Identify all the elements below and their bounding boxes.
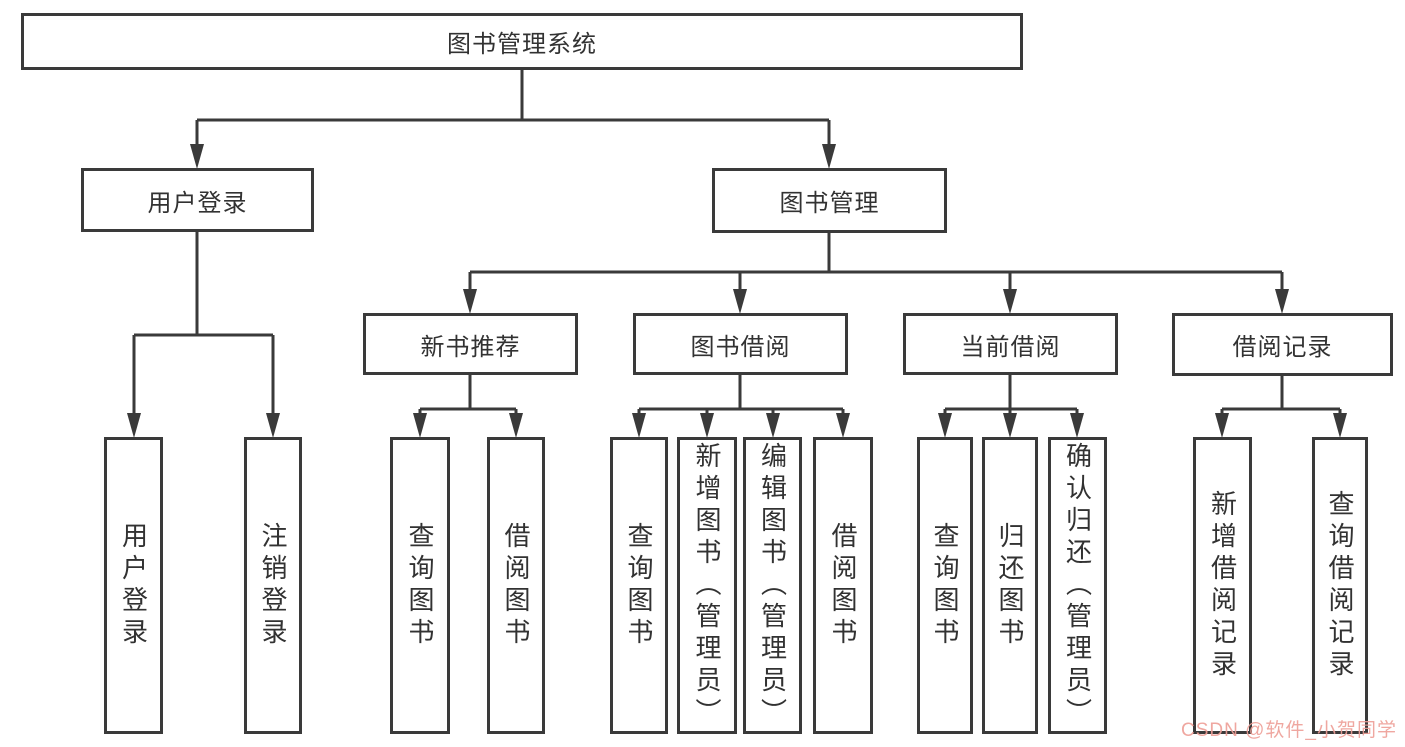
node-library-management-system: 图书管理系统: [21, 13, 1023, 70]
node-book-borrow: 图书借阅: [633, 313, 848, 375]
node-label: 新增图书（管理员）: [692, 441, 722, 730]
node-label: 查询图书: [930, 521, 960, 650]
connector-new-book-recommend-children: [413, 374, 523, 438]
node-label: 查询借阅记录: [1325, 489, 1355, 682]
leaf-logout: 注销登录: [244, 437, 302, 734]
node-label: 新增借阅记录: [1207, 489, 1238, 682]
leaf-add-books-admin: 新增图书（管理员）: [677, 437, 737, 734]
node-book-management: 图书管理: [712, 168, 947, 233]
node-label: 借阅图书: [828, 521, 858, 650]
node-new-book-recommend: 新书推荐: [363, 313, 578, 375]
leaf-search-borrow-record: 查询借阅记录: [1312, 437, 1368, 734]
node-label: 新书推荐: [420, 333, 521, 361]
node-label: 查询图书: [624, 521, 654, 650]
node-label: 借阅记录: [1232, 334, 1333, 361]
node-label: 确认归还（管理员）: [1062, 441, 1093, 730]
leaf-confirm-return-admin: 确认归还（管理员）: [1048, 437, 1107, 734]
node-label: 借阅图书: [501, 521, 531, 650]
csdn-watermark: CSDN @软件_小贺同学: [1181, 720, 1397, 741]
leaf-add-borrow-record: 新增借阅记录: [1193, 437, 1252, 734]
leaf-search-books-borrow: 查询图书: [610, 437, 668, 734]
node-label: 注销登录: [258, 521, 288, 650]
connector-book-management-children: [463, 232, 1289, 314]
node-label: 查询图书: [405, 521, 435, 650]
connector-user-login-children: [127, 231, 280, 438]
connector-borrow-records-children: [1215, 376, 1347, 438]
node-label: 图书管理系统: [447, 31, 597, 58]
node-label: 图书管理: [779, 190, 880, 217]
node-label: 编辑图书（管理员）: [757, 441, 788, 730]
node-label: 归还图书: [995, 521, 1025, 650]
leaf-search-books-recommend: 查询图书: [390, 437, 450, 734]
leaf-borrow-books-recommend: 借阅图书: [487, 437, 545, 734]
connector-book-borrow-children: [632, 374, 850, 438]
node-label: 用户登录: [118, 521, 149, 650]
leaf-search-books-current: 查询图书: [917, 437, 973, 734]
node-label: 当前借阅: [960, 333, 1061, 361]
node-label: 图书借阅: [690, 333, 791, 361]
connector-root-to-level2: [190, 68, 836, 169]
node-borrow-records: 借阅记录: [1172, 313, 1393, 376]
leaf-borrow-books: 借阅图书: [813, 437, 873, 734]
connector-current-borrow-children: [938, 375, 1084, 438]
node-label: 用户登录: [147, 189, 248, 217]
leaf-edit-books-admin: 编辑图书（管理员）: [743, 437, 802, 734]
leaf-return-books: 归还图书: [982, 437, 1038, 734]
node-user-login: 用户登录: [81, 168, 314, 232]
node-current-borrow: 当前借阅: [903, 313, 1118, 375]
leaf-user-login: 用户登录: [104, 437, 163, 734]
